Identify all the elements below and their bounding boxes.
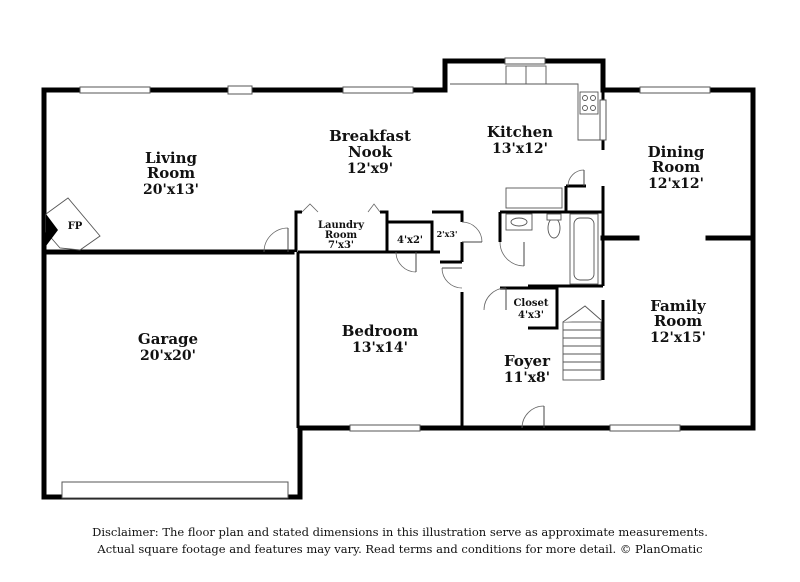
toilet-tank (546, 213, 562, 221)
family-room-dims: 12'x15' (650, 330, 706, 346)
bathtub-inner (573, 217, 595, 281)
wall-closet-2x3 (432, 210, 464, 222)
stove-burner-4 (590, 105, 596, 111)
dining-room-name-2: Room (652, 158, 700, 176)
stair-rail (562, 305, 602, 323)
door-arc-closet-4x2 (395, 251, 417, 273)
door-arc-closet-2x3 (461, 221, 483, 243)
laundry-room-name-1: Laundry (318, 220, 365, 231)
stove-burner-3 (582, 105, 588, 111)
closet-2x3-dims: 2'x3' (437, 229, 458, 239)
door-patio (227, 85, 253, 95)
disclaimer-line-2: Actual square footage and features may v… (97, 542, 703, 556)
family-room-name-2: Room (654, 312, 702, 330)
wall-laundry-right (380, 210, 389, 252)
disclaimer-line-1: Disclaimer: The floor plan and stated di… (92, 525, 708, 539)
family-room-name-1: Family (650, 297, 707, 315)
bedroom-name: Bedroom (342, 322, 419, 340)
fireplace-hearth (46, 214, 58, 246)
window-dining (639, 86, 711, 94)
garage-name: Garage (138, 330, 198, 348)
laundry-room-name-2: Room (325, 230, 358, 241)
wall-closet-4x3 (500, 286, 559, 330)
window-bedroom (349, 424, 421, 432)
window-breakfast (342, 86, 414, 94)
window-family (609, 424, 681, 432)
kitchen-counter (450, 83, 600, 141)
laundry-room-dims: 7'x3' (328, 240, 354, 251)
dining-room-name-1: Dining (648, 143, 705, 161)
wall-laundry (294, 210, 302, 252)
door-arc-pantry (567, 169, 585, 187)
garage-dims: 20'x20' (140, 348, 196, 364)
breakfast-nook-dims: 12'x9' (347, 161, 393, 177)
door-arc-entry (521, 405, 545, 429)
kitchen-name: Kitchen (487, 123, 553, 141)
bedroom-dims: 13'x14' (352, 340, 408, 356)
breakfast-nook-name-2: Nook (348, 143, 393, 161)
breakfast-nook-name-1: Breakfast (329, 127, 411, 145)
kitchen-dims: 13'x12' (492, 141, 548, 157)
living-room-name-1: Living (145, 149, 198, 167)
windows (61, 57, 711, 499)
refrigerator (505, 187, 563, 209)
living-room-dims: 20'x13' (143, 182, 199, 198)
doors (227, 85, 585, 429)
fireplace-label: FP (68, 221, 83, 232)
closet-dims: 4'x3' (518, 310, 544, 321)
door-arc-garage (263, 227, 289, 253)
stove-burner-1 (582, 95, 588, 101)
door-arc-bath (499, 241, 525, 267)
wall-closet-4x2 (387, 220, 434, 252)
stove (579, 91, 599, 115)
closet-name: Closet (513, 298, 548, 309)
stair-outline (562, 321, 602, 381)
window-kitchen-side (599, 99, 607, 141)
window-kitchen (504, 57, 546, 65)
door-arc-closet-4x3 (483, 287, 507, 311)
fixtures (45, 65, 602, 381)
disclaimer: Disclaimer: The floor plan and stated di… (0, 524, 800, 558)
door-arc-bedroom (441, 267, 463, 289)
window-living (79, 86, 151, 94)
staircase (562, 305, 602, 381)
closet-4x2-dims: 4'x2' (397, 235, 423, 246)
foyer-dims: 11'x8' (504, 370, 550, 386)
living-room-name-2: Room (147, 164, 195, 182)
foyer-name: Foyer (504, 352, 551, 370)
toilet (547, 217, 561, 239)
bath-sink (510, 217, 528, 227)
stove-burner-2 (590, 95, 596, 101)
wall-top-left (41, 58, 756, 93)
dining-room-dims: 12'x12' (648, 176, 704, 192)
door-arc-laundry (301, 203, 381, 213)
room-labels: Living Room 20'x13' Breakfast Nook 12'x9… (68, 123, 707, 386)
garage-door (61, 481, 289, 499)
